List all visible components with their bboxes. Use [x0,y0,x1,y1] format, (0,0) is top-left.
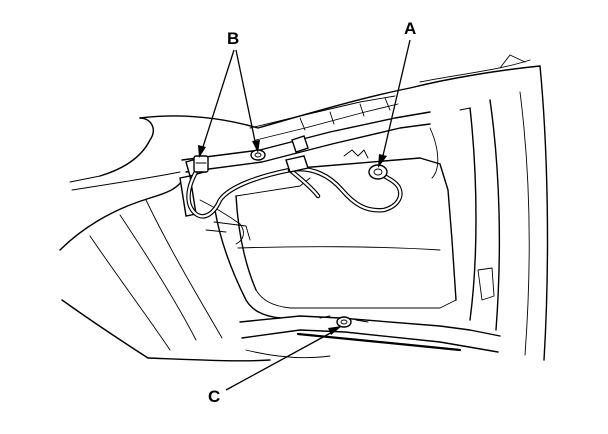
clip-b-right [250,149,266,161]
leader-b [198,49,260,158]
glovebox-rim [181,95,501,359]
clip-c [319,315,369,328]
leader-a [378,39,411,168]
callout-b-label: B [227,29,239,48]
callout-a-label: A [404,19,416,38]
clip-b-left [193,155,209,173]
dashboard-outline [59,54,549,362]
connector-a [343,149,388,180]
callout-c-label: C [208,387,220,406]
wire-harness [186,166,403,219]
center-clip [285,135,309,173]
leader-c [225,326,342,391]
